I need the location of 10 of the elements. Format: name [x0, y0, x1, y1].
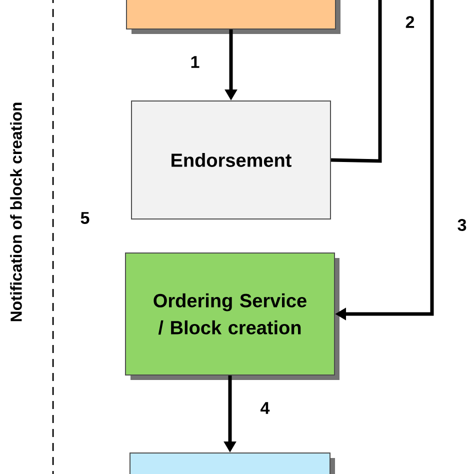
- edge-label: 4: [259, 401, 271, 415]
- edge-label: 2: [404, 15, 416, 29]
- process-box: Endorsement: [131, 100, 331, 220]
- box: [130, 452, 335, 474]
- edge-label: 1: [189, 55, 201, 69]
- process-box: Ordering Service / Block creation: [125, 252, 340, 380]
- step-number: 5: [80, 212, 90, 224]
- edge-label: 3: [456, 218, 468, 232]
- rotated-label: Notification of block creation: [10, 102, 22, 322]
- box: [126, 0, 340, 34]
